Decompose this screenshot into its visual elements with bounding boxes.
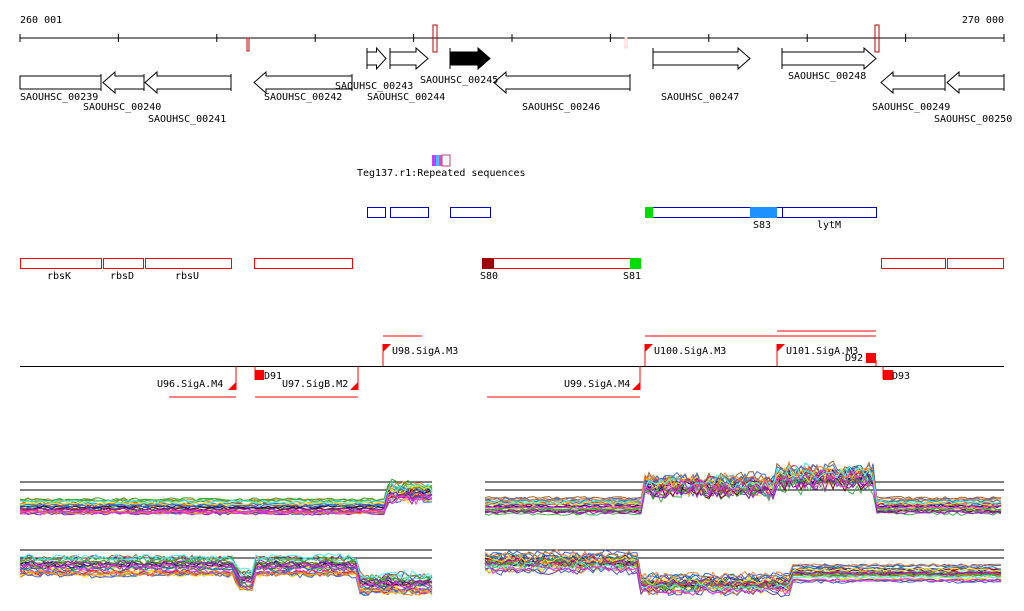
ruler-start-label: 260 001 [20, 15, 62, 26]
gene-saouhsc_00243[interactable] [366, 46, 387, 71]
gene-arrow-icon[interactable] [493, 70, 631, 95]
terminator-icon[interactable] [255, 370, 264, 380]
lytm-label: lytM [817, 220, 841, 231]
marker[interactable] [624, 37, 628, 49]
gene-arrow-icon[interactable] [652, 46, 751, 71]
rbsd-label: rbsD [110, 271, 134, 282]
repeat-label: Teg137.r1:Repeated sequences [357, 168, 526, 179]
gene-label: SAOUHSC_00250 [934, 114, 1012, 125]
rbsk-feature[interactable] [20, 258, 102, 269]
repeat-feature[interactable]: Teg137.r1:Repeated sequences [357, 154, 526, 179]
s81-block[interactable] [630, 258, 641, 269]
marker[interactable] [432, 24, 438, 53]
rbsu-label: rbsU [175, 271, 199, 282]
gene-label: SAOUHSC_00246 [522, 102, 600, 113]
gene-saouhsc_00250[interactable] [946, 70, 1005, 95]
promoter-icon[interactable] [777, 344, 785, 352]
gene-saouhsc_00248[interactable] [781, 46, 877, 71]
s81-label: S81 [623, 271, 641, 282]
rbsk-label: rbsK [47, 271, 71, 282]
gene-arrow-icon[interactable] [366, 46, 387, 71]
terminator-icon[interactable] [883, 370, 893, 380]
promoter-track: U96.SigA.M4 U97.SigB.M2 U98.SigA.M3 U99.… [20, 330, 1004, 398]
blue-feature-track [367, 207, 877, 218]
gene-arrow-icon[interactable] [389, 46, 429, 71]
gene-saouhsc_00241[interactable] [144, 70, 232, 95]
promoter-icon[interactable] [645, 344, 653, 352]
s83-label: S83 [753, 220, 771, 231]
gene-label: SAOUHSC_00248 [788, 71, 866, 82]
red-feature[interactable] [947, 258, 1004, 269]
gene-arrow-icon[interactable] [102, 70, 145, 95]
gene-label: SAOUHSC_00247 [661, 92, 739, 103]
d92-label: D92 [845, 353, 863, 364]
gene-arrow-icon[interactable] [946, 70, 1005, 95]
terminator-icon[interactable] [866, 353, 876, 363]
u96-label: U96.SigA.M4 [157, 379, 223, 390]
blue-feature[interactable] [450, 207, 491, 218]
u100-label: U100.SigA.M3 [654, 346, 726, 357]
red-feature[interactable] [254, 258, 353, 269]
red-feature[interactable] [881, 258, 946, 269]
ruler: 260 001 270 000 [19, 15, 1005, 53]
gene-label: SAOUHSC_00240 [83, 102, 161, 113]
gene-label: SAOUHSC_00249 [872, 102, 950, 113]
rbsu-feature[interactable] [145, 258, 232, 269]
u101-label: U101.SigA.M3 [786, 346, 858, 357]
promoter-icon[interactable] [632, 382, 640, 390]
gene-saouhsc_00242[interactable] [253, 70, 353, 95]
gene-label: SAOUHSC_00244 [367, 92, 445, 103]
blue-feature[interactable] [367, 207, 386, 218]
blue-feature[interactable] [390, 207, 429, 218]
u98-label: U98.SigA.M3 [392, 346, 458, 357]
rbsd-feature[interactable] [103, 258, 144, 269]
gene-arrow-icon[interactable] [781, 46, 877, 71]
gene-arrow-icon[interactable] [253, 70, 353, 95]
promoter-icon[interactable] [383, 344, 391, 352]
red-feature[interactable] [482, 258, 641, 269]
expression-plots [19, 460, 1004, 598]
gene-saouhsc_00239[interactable] [19, 74, 102, 91]
gene-label: SAOUHSC_00243 [335, 81, 413, 92]
s80-label: S80 [480, 271, 498, 282]
s80-block[interactable] [482, 258, 494, 269]
gene-saouhsc_00247[interactable] [652, 46, 751, 71]
d93-label: D93 [892, 371, 910, 382]
ruler-end-label: 270 000 [962, 15, 1004, 26]
gene-saouhsc_00249[interactable] [880, 70, 946, 95]
gene-arrow-icon[interactable] [449, 46, 491, 71]
u97-label: U97.SigB.M2 [282, 379, 348, 390]
lytm-feature[interactable] [782, 207, 877, 218]
green-block [645, 207, 653, 218]
gene-label: SAOUHSC_00241 [148, 114, 226, 125]
gene-arrow-icon[interactable] [19, 75, 102, 90]
gene-saouhsc_00245[interactable] [449, 46, 491, 71]
gene-arrow-icon[interactable] [144, 70, 232, 95]
promoter-icon[interactable] [350, 382, 358, 390]
promoter-icon[interactable] [228, 382, 236, 390]
marker[interactable] [246, 37, 250, 52]
u99-label: U99.SigA.M4 [564, 379, 630, 390]
gene-label: SAOUHSC_00245 [420, 75, 498, 86]
gene-label: SAOUHSC_00242 [264, 92, 342, 103]
gene-saouhsc_00244[interactable] [389, 46, 429, 71]
marker[interactable] [874, 24, 880, 53]
gene-saouhsc_00240[interactable] [102, 70, 145, 95]
s83-block[interactable] [750, 207, 777, 218]
gene-label: SAOUHSC_00239 [20, 92, 98, 103]
gene-arrow-icon[interactable] [880, 70, 946, 95]
gene-saouhsc_00246[interactable] [493, 70, 631, 95]
d91-label: D91 [264, 371, 282, 382]
